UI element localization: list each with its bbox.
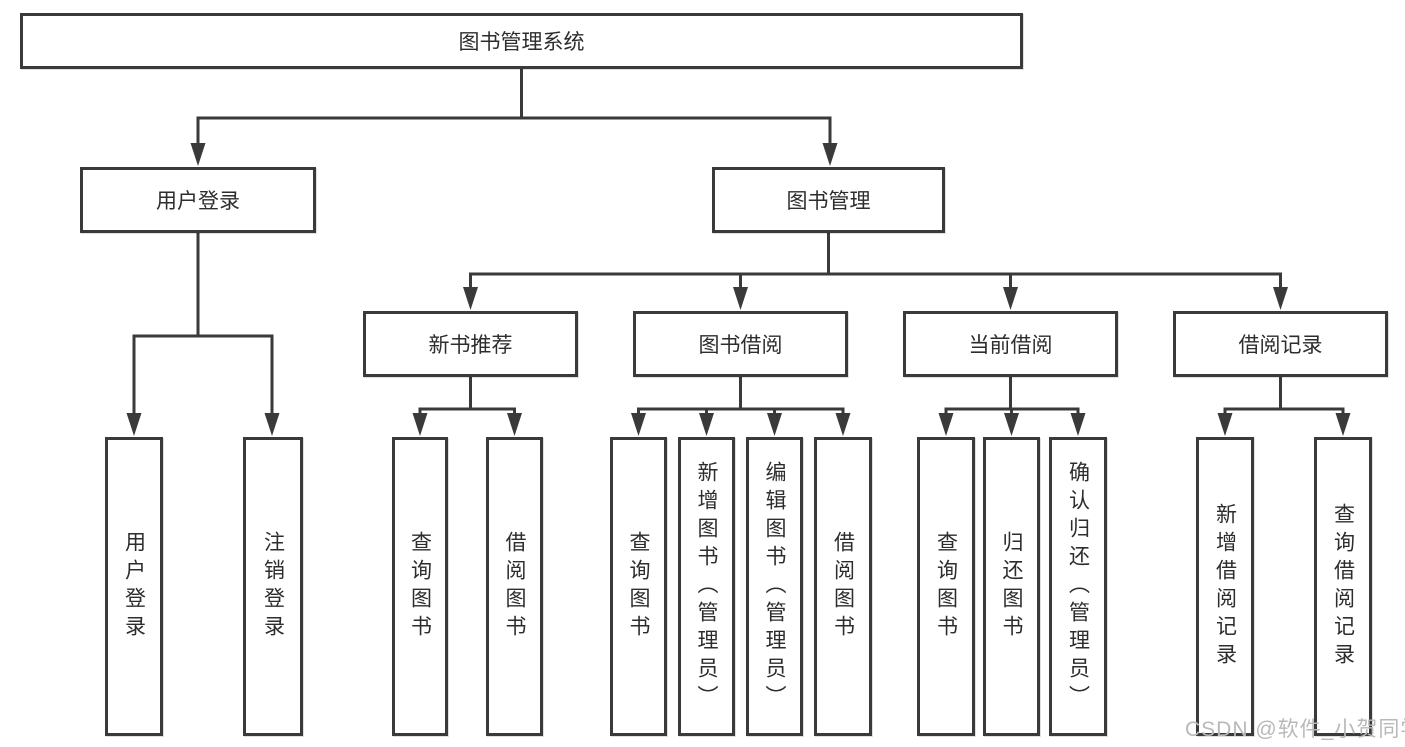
node-label: 图书管理系统 [458,31,585,54]
leaf-label: 查询借阅记录 [1331,502,1355,671]
leaf-edit-book-admin: 编辑图书（管理员） [746,437,803,736]
leaf-query-book: 查询图书 [392,437,448,736]
node-label: 新书推荐 [428,334,513,357]
leaf-label: 确认归还（管理员） [1066,460,1090,713]
csdn-watermark: CSDN @软件_小贺同学 [1185,718,1405,741]
node-book-management: 图书管理 [712,167,945,233]
node-label: 借阅记录 [1238,334,1323,357]
leaf-label: 新增借阅记录 [1213,502,1237,671]
leaf-query-book: 查询图书 [917,437,975,736]
leaf-query-book: 查询图书 [610,437,667,736]
node-borrow-record: 借阅记录 [1173,311,1388,377]
node-new-book-recommend: 新书推荐 [363,311,578,377]
node-library-management-system: 图书管理系统 [20,13,1023,69]
leaf-add-borrow-record: 新增借阅记录 [1196,437,1254,736]
leaf-label: 编辑图书（管理员） [763,460,786,713]
leaf-add-book-admin: 新增图书（管理员） [678,437,735,736]
node-current-borrow: 当前借阅 [903,311,1118,377]
leaf-query-borrow-record: 查询借阅记录 [1314,437,1372,736]
leaf-borrow-book: 借阅图书 [814,437,872,736]
node-label: 图书借阅 [698,334,783,357]
leaf-label: 用户登录 [122,530,146,643]
node-label: 当前借阅 [968,334,1053,357]
leaf-label: 查询图书 [934,530,958,643]
leaf-borrow-book: 借阅图书 [486,437,543,736]
leaf-user-login: 用户登录 [105,437,163,736]
leaf-label: 借阅图书 [503,530,526,643]
node-label: 图书管理 [786,190,871,213]
node-book-borrow: 图书借阅 [633,311,848,377]
leaf-label: 查询图书 [627,530,650,643]
connector-paths [132,67,1345,417]
node-label: 用户登录 [156,190,240,213]
leaf-label: 借阅图书 [831,530,855,643]
leaf-label: 查询图书 [408,530,432,643]
arrowheads [126,143,1351,436]
leaf-logout: 注销登录 [243,437,303,736]
leaf-label: 注销登录 [261,530,285,643]
leaf-return-book: 归还图书 [983,437,1040,736]
leaf-confirm-return-admin: 确认归还（管理员） [1049,437,1107,736]
leaf-label: 归还图书 [1000,530,1023,643]
node-user-login: 用户登录 [80,167,316,233]
leaf-label: 新增图书（管理员） [695,460,718,713]
